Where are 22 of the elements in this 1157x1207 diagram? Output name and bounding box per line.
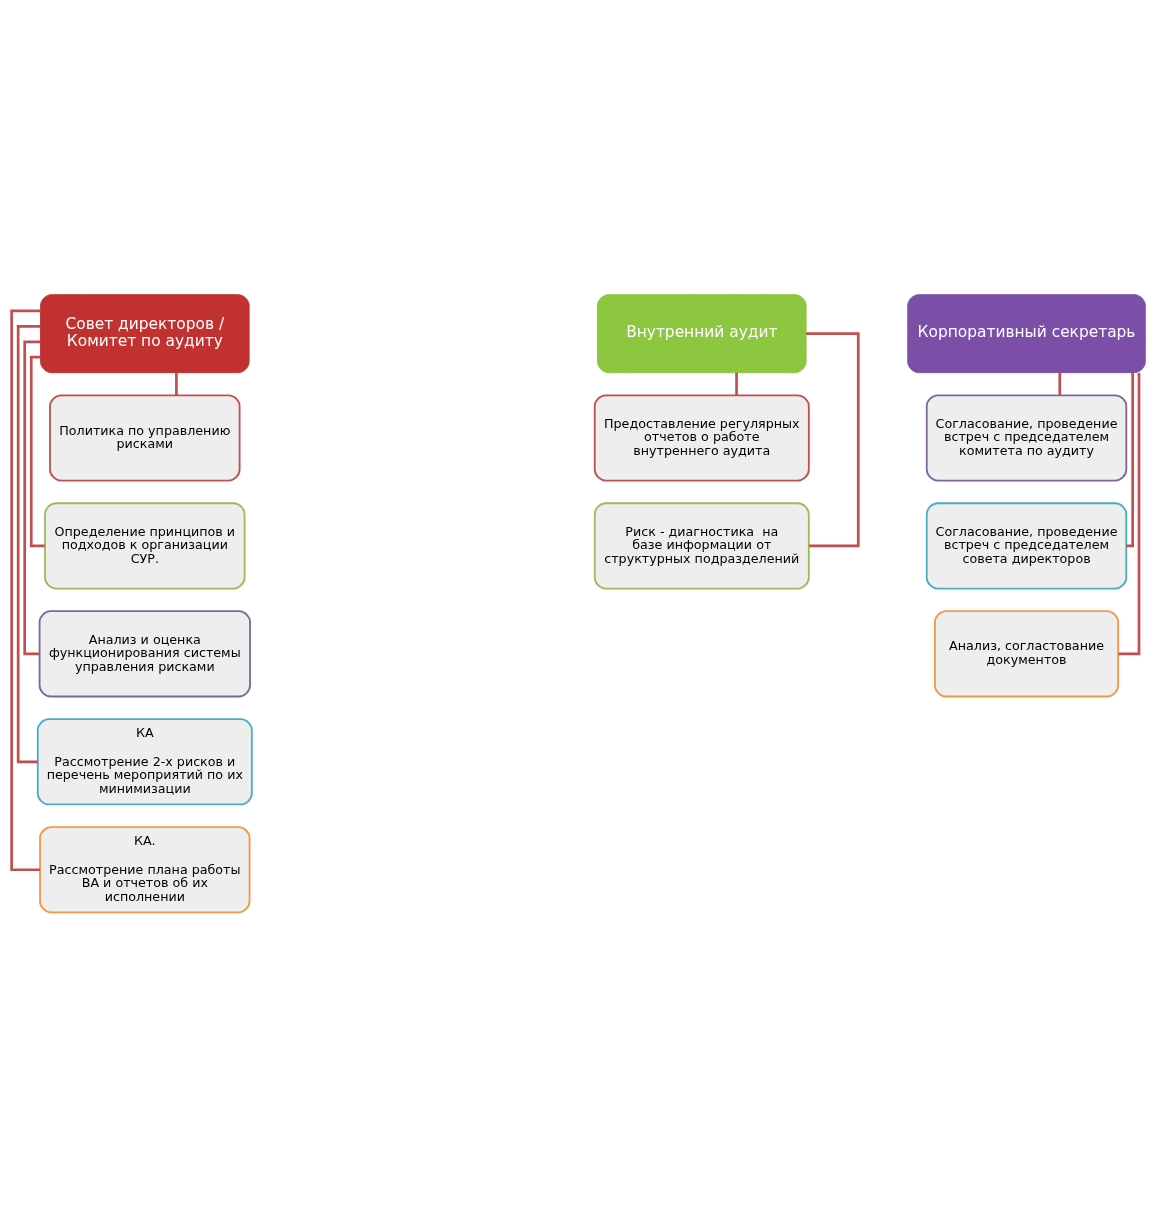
connector — [16, 325, 41, 764]
node-box: Корпоративный секретарь — [907, 294, 1146, 374]
node-box: Согласование, проведение встреч с председателем комитета по аудиту — [925, 394, 1128, 482]
connector — [29, 355, 45, 548]
node-box: Политика по управлению рисками — [49, 394, 241, 482]
node-box: Согласование, проведение встреч с председателем совета директоров — [925, 502, 1128, 590]
node-box: КА Рассмотрение 2-х рисков и перечень мероприятий по их минимизации — [36, 718, 253, 806]
node-box: Определение принципов и подходов к организации СУР. — [44, 502, 246, 590]
connector — [10, 309, 41, 872]
connector — [1126, 372, 1134, 548]
node-box: Предоставление регулярных отчетов о работе внутреннего аудита — [593, 394, 810, 482]
connector — [23, 340, 41, 656]
node-box: Анализ, согластование документов — [934, 610, 1120, 698]
node-box: КА. Рассмотрение плана работы ВА и отчетов об их исполнении — [39, 826, 251, 914]
node-box: Анализ и оценка функционирования системы управления рисками — [38, 610, 251, 698]
connector — [735, 372, 738, 396]
node-box: Совет директоров / Комитет по аудиту — [40, 294, 250, 374]
connector — [806, 332, 860, 548]
connector — [1058, 372, 1062, 396]
node-box: Риск - диагностика на базе информации от структурных подразделений — [593, 502, 810, 590]
node-box: Внутренний аудит — [597, 294, 807, 374]
connector — [175, 372, 178, 396]
